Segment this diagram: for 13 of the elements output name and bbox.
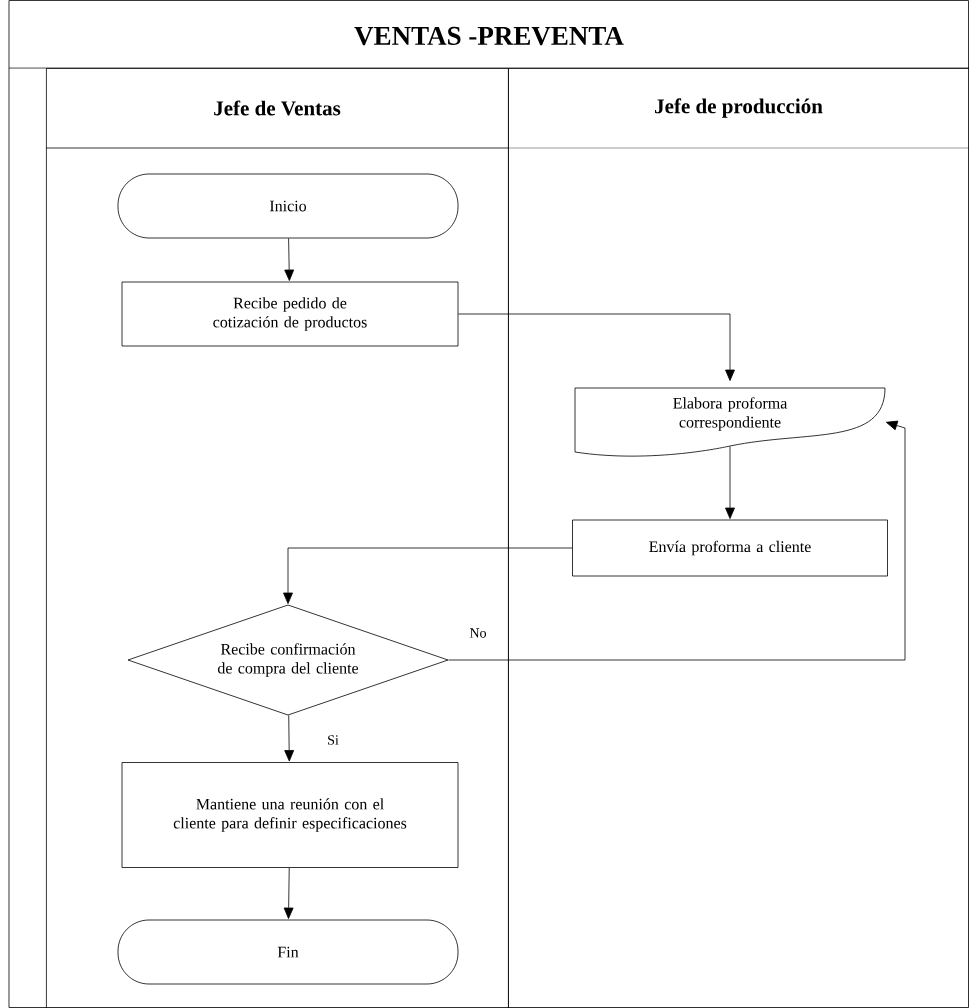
arrow — [283, 867, 294, 919]
title: VENTAS -PREVENTA — [354, 26, 624, 46]
arrow — [284, 238, 295, 281]
arrow — [284, 715, 295, 762]
arrow — [448, 420, 906, 661]
process-box: Envía proforma a cliente — [572, 519, 888, 577]
process-box: Mantiene una reunión con el cliente para definir especificaciones — [121, 762, 459, 868]
arrow — [458, 313, 735, 381]
arrow — [283, 547, 573, 604]
process-box: Recibe pedido de cotización de productos — [121, 281, 459, 347]
arrow — [725, 446, 735, 519]
edge-label: Si — [326, 734, 340, 746]
edge-label: No — [468, 627, 488, 639]
